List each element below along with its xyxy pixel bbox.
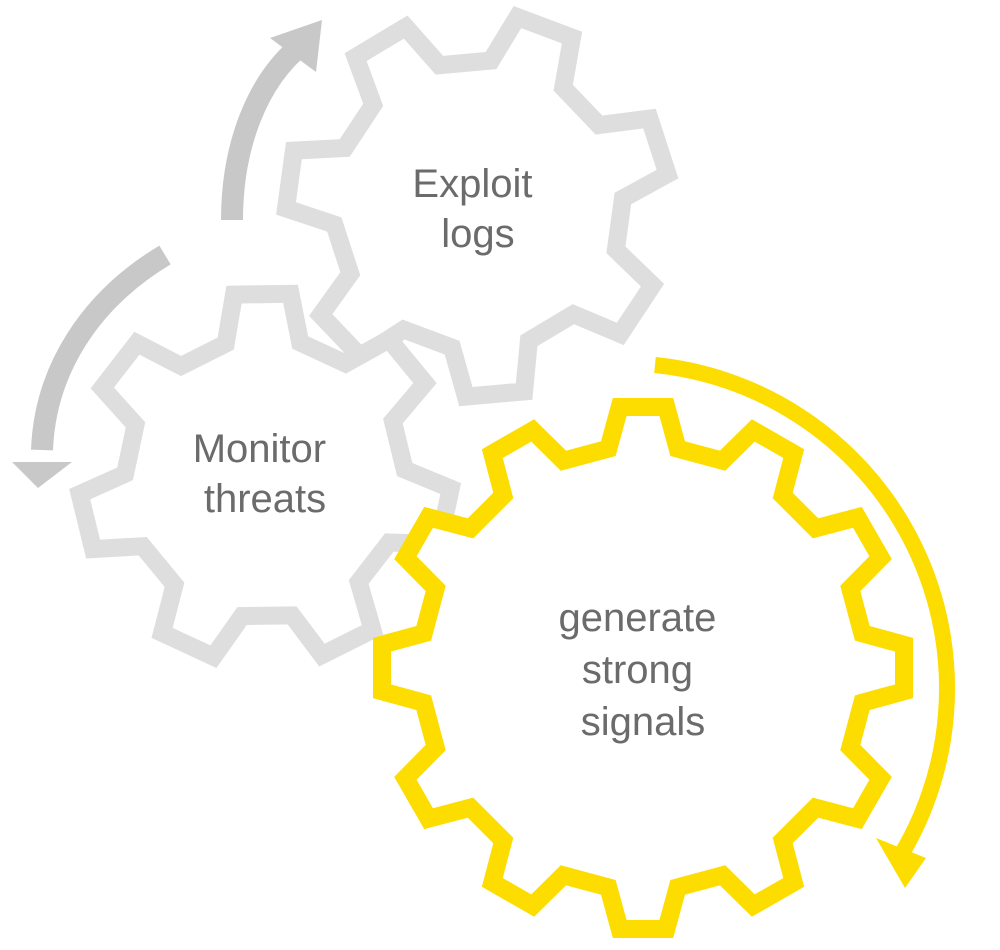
gear-exploit-icon (276, 6, 679, 407)
arrow-clockwise-curve (654, 357, 956, 865)
gear-exploit-label: Exploit logs (412, 162, 543, 256)
gear-monitor-label: Monitor threats (193, 427, 338, 521)
gear-generate-icon (373, 398, 913, 938)
gear-generate-label-line3: signals (581, 700, 706, 744)
gear-monitor-label-line2: threats (204, 477, 326, 521)
arrows (12, 20, 956, 888)
arrow-clockwise-head-icon (876, 838, 926, 888)
arrow-up-head-icon (270, 20, 322, 72)
gear-generate-label-line1: generate (558, 596, 716, 640)
arrow-up-curve (221, 33, 312, 221)
gear-monitor-label-line1: Monitor (193, 427, 326, 471)
arrow-down-head-icon (12, 462, 72, 488)
gear-generate-label: generate strong signals (558, 596, 727, 744)
arrow-down-curve (31, 245, 171, 451)
gear-generate-label-line2: strong (582, 648, 693, 692)
gear-exploit-label-line2: logs (441, 212, 514, 256)
gear-monitor-icon (69, 284, 462, 669)
gear-exploit-label-line1: Exploit (412, 162, 532, 206)
